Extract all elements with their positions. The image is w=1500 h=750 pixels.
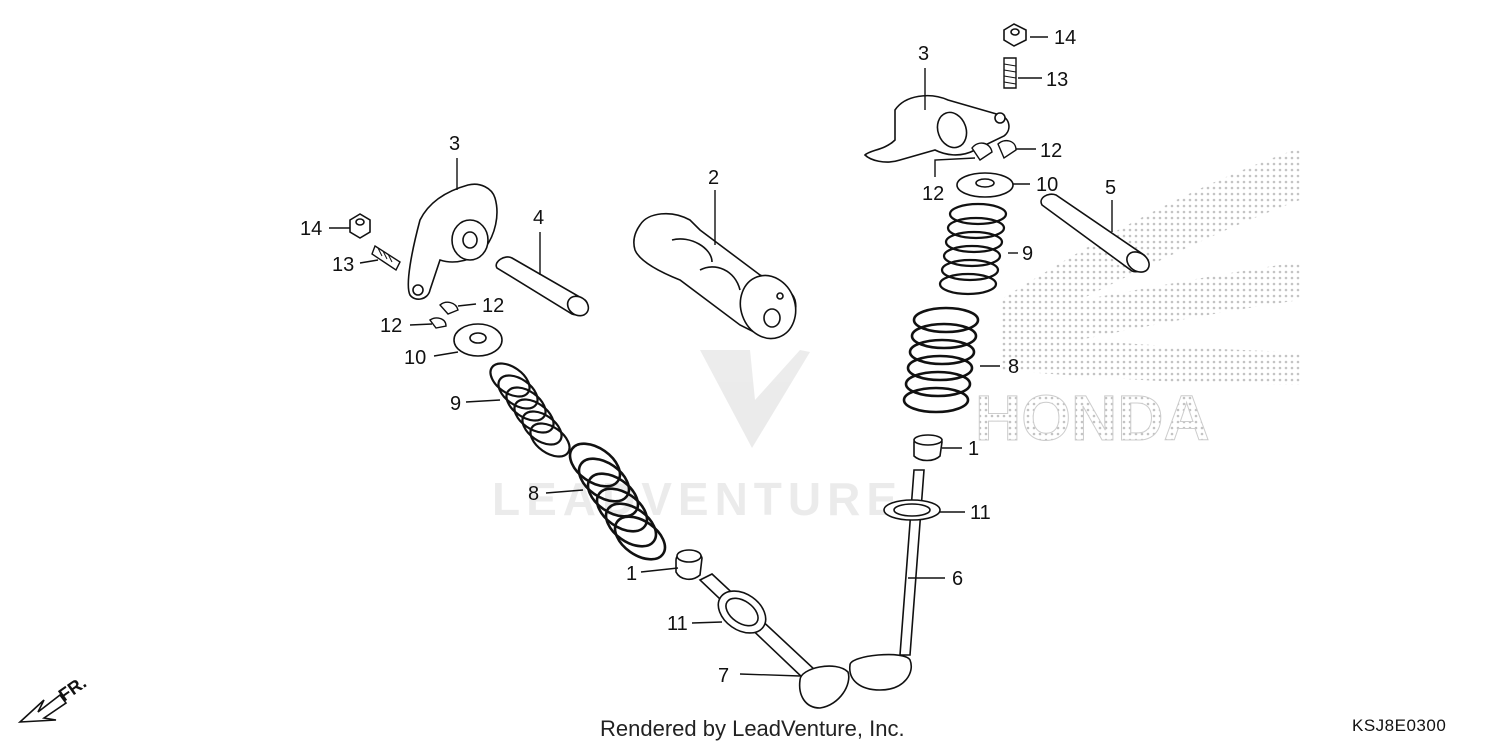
inner-valve-spring-left: [489, 362, 571, 458]
leadventure-watermark: LEADVENTURE: [492, 350, 903, 525]
callout-8-right: 8: [1008, 356, 1019, 378]
camshaft: [633, 212, 797, 340]
adjusting-screw-left: [371, 244, 401, 272]
honda-wing-watermark: HONDA: [975, 148, 1300, 455]
callout-11-right: 11: [970, 502, 991, 524]
callout-12-left-upper: 12: [482, 295, 504, 317]
callout-14-left: 14: [300, 218, 322, 240]
callout-7: 7: [718, 665, 729, 687]
callout-5: 5: [1105, 177, 1116, 199]
callout-1-left: 1: [626, 563, 637, 585]
spring-retainer-left: [453, 323, 503, 357]
valve-cotters-left: [428, 301, 459, 329]
outer-valve-spring-left: [568, 442, 667, 561]
callout-9-left: 9: [450, 393, 461, 415]
exhaust-valve: [849, 469, 941, 691]
stem-seal-right: [913, 434, 943, 462]
callout-8-left: 8: [528, 483, 539, 505]
rocker-arm-left: [407, 183, 498, 300]
callout-13-left: 13: [332, 254, 354, 276]
callout-12-right-lower: 12: [922, 183, 944, 205]
callout-labels: 3 14 13 12 12 10 9 8 1 11 7 4 2 3 14 13 …: [300, 27, 1116, 687]
intake-valve: [698, 573, 850, 709]
callout-11-left: 11: [667, 613, 688, 635]
front-direction-marker: FR.: [17, 672, 90, 723]
callout-3-left: 3: [449, 133, 460, 155]
callout-1-right: 1: [968, 438, 979, 460]
callout-12-left-lower: 12: [380, 315, 402, 337]
callout-4: 4: [533, 207, 544, 229]
honda-watermark-text: HONDA: [975, 382, 1210, 454]
diagram-code: KSJ8E0300: [1352, 716, 1447, 735]
callout-3-right: 3: [918, 43, 929, 65]
leadventure-watermark-text: LEADVENTURE: [492, 473, 903, 525]
adjusting-screw-right: [1003, 57, 1017, 89]
inner-valve-spring-right: [938, 202, 1008, 296]
callout-14-right: 14: [1054, 27, 1076, 49]
rocker-arm-shaft-intake: [495, 256, 590, 317]
callout-10-left: 10: [404, 347, 426, 369]
leader-lines: [329, 36, 1113, 677]
stem-seal-left: [675, 549, 703, 581]
callout-13-right: 13: [1046, 69, 1068, 91]
callout-12-right-upper: 12: [1040, 140, 1062, 162]
callout-2: 2: [708, 167, 719, 189]
rocker-arm-right: [863, 94, 1010, 163]
outer-valve-spring-right: [902, 306, 980, 414]
render-credit: Rendered by LeadVenture, Inc.: [600, 716, 905, 741]
valve-cotters-right: [971, 139, 1017, 161]
callout-6: 6: [952, 568, 963, 590]
lock-nut-left: [349, 213, 371, 239]
callout-10-right: 10: [1036, 174, 1058, 196]
lock-nut-right: [1003, 23, 1027, 47]
callout-9-right: 9: [1022, 243, 1033, 265]
spring-retainer-right: [956, 172, 1014, 198]
rocker-arm-shaft-exhaust: [1040, 193, 1150, 273]
